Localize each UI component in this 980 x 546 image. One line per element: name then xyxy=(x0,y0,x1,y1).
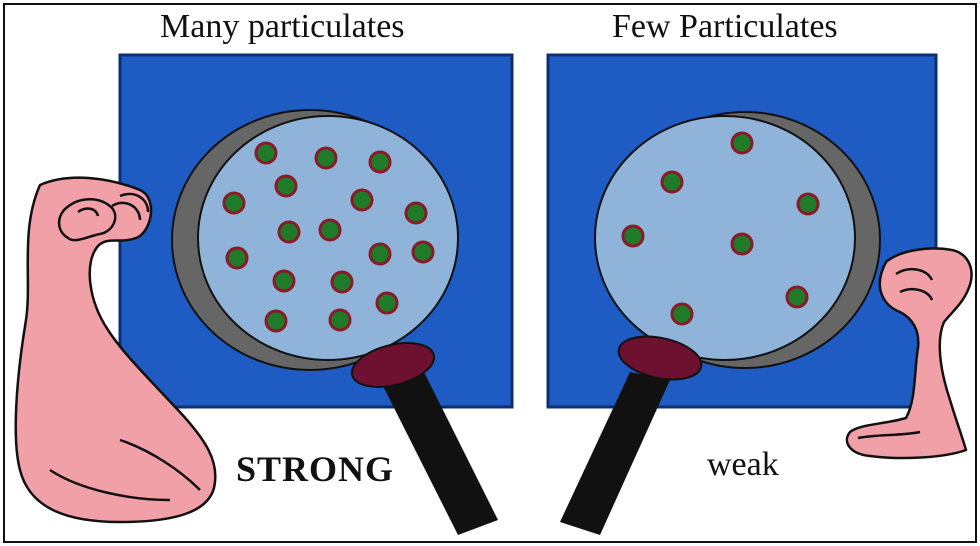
particle xyxy=(406,203,426,223)
particle xyxy=(332,272,352,292)
particle xyxy=(672,304,692,324)
particle xyxy=(370,244,390,264)
particle xyxy=(377,293,397,313)
particle xyxy=(413,242,433,262)
particle xyxy=(256,143,276,163)
particle xyxy=(787,287,807,307)
particle xyxy=(320,220,340,240)
particle xyxy=(276,176,296,196)
particle xyxy=(279,222,299,242)
particle xyxy=(316,148,336,168)
right-title: Few Particulates xyxy=(612,8,838,46)
particle xyxy=(227,248,247,268)
particle xyxy=(266,311,286,331)
weak-label: weak xyxy=(707,446,779,484)
particle xyxy=(732,133,752,153)
particle xyxy=(330,310,350,330)
particle xyxy=(224,193,244,213)
particle xyxy=(352,190,372,210)
particle xyxy=(662,172,682,192)
particle xyxy=(623,226,643,246)
particle xyxy=(732,234,752,254)
particle xyxy=(798,194,818,214)
strong-label: STRONG xyxy=(236,448,394,490)
particle xyxy=(370,152,390,172)
particle xyxy=(274,271,294,291)
left-title: Many particulates xyxy=(160,8,405,46)
